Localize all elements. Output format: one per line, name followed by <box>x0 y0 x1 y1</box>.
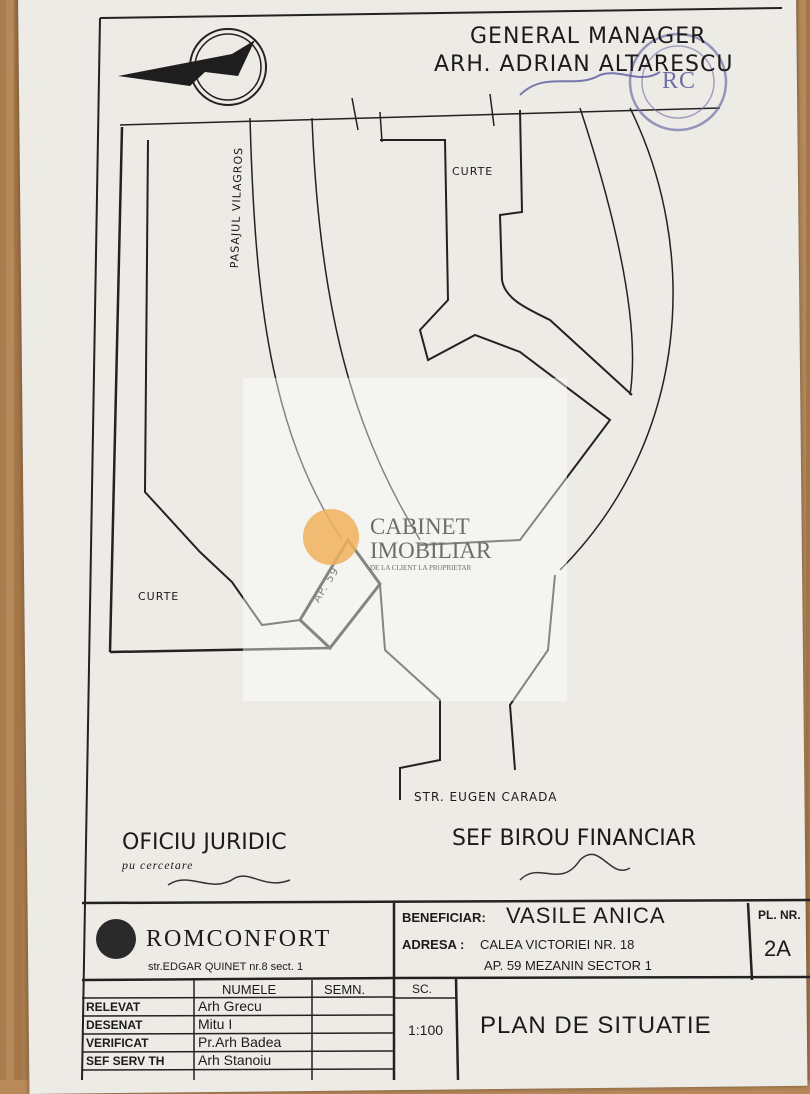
titleblock-top-line <box>81 898 810 905</box>
street-entry-right <box>508 574 556 771</box>
column-scale: SC. <box>412 982 433 996</box>
financial-office-title: SEF BIROU FINANCIAR <box>452 826 697 851</box>
row-role: DESENAT <box>86 1018 143 1032</box>
watermark-tagline: DE LA CLIENT LA PROPRIETAR <box>370 564 472 572</box>
plan-title: PLAN DE SITUATIE <box>480 1012 712 1039</box>
adresa-value-1: CALEA VICTORIEI NR. 18 <box>480 937 635 952</box>
company-address: str.EDGAR QUINET nr.8 sect. 1 <box>148 961 304 973</box>
plan-number-label: PL. NR. <box>758 908 801 922</box>
right-courtyard-wall <box>498 109 633 396</box>
watermark-brand-1: CABINET <box>370 514 470 539</box>
manager-name: ARH. ADRIAN ALTARESCU <box>434 52 734 77</box>
adresa-label: ADRESA : <box>402 937 465 952</box>
beneficiar-value: VASILE ANICA <box>506 903 666 928</box>
plan-number-value: 2A <box>764 936 791 961</box>
sheet-border-top <box>99 7 783 19</box>
column-semn: SEMN. <box>324 982 366 997</box>
legal-office-note: pu cercetare <box>122 858 194 872</box>
scale-value: 1:100 <box>408 1022 444 1038</box>
company-name: ROMCONFORT <box>146 926 332 952</box>
apartment-outline <box>298 537 382 651</box>
official-stamp <box>628 32 728 132</box>
label-street: STR. EUGEN CARADA <box>414 790 558 804</box>
column-numele: NUMELE <box>222 982 277 997</box>
watermark-overlay: CABINET IMOBILIAR DE LA CLIENT LA PROPRI… <box>243 378 567 701</box>
north-arrow-icon <box>118 40 255 86</box>
inner-left-wall <box>143 139 301 627</box>
row-name: Arh Stanoiu <box>198 1052 272 1068</box>
adresa-value-2: AP. 59 MEZANIN SECTOR 1 <box>484 958 652 973</box>
right-curve-boundary <box>559 107 674 571</box>
row-name: Arh Grecu <box>198 998 262 1014</box>
legal-signature <box>167 875 291 886</box>
romconfort-logo-icon <box>96 919 136 959</box>
legal-office-title: OFICIU JURIDIC <box>122 830 287 855</box>
row-name: Pr.Arh Badea <box>198 1034 282 1050</box>
passage-right-curve <box>311 117 421 541</box>
row-role: VERIFICAT <box>86 1036 149 1050</box>
site-boundary-top <box>119 107 721 126</box>
sheet-border-left <box>81 17 101 1080</box>
label-courtyard-top: CURTE <box>452 165 494 178</box>
watermark-brand-2: IMOBILIAR <box>370 538 492 563</box>
stamp-initials: RC <box>662 68 697 94</box>
left-outer-wall <box>108 126 124 653</box>
row-role: RELEVAT <box>86 1000 141 1014</box>
row-name: Mitu I <box>198 1016 233 1032</box>
label-courtyard-left: CURTE <box>138 590 180 603</box>
row-role: SEF SERV TH <box>86 1054 165 1068</box>
manager-signature <box>519 71 661 96</box>
financial-signature <box>519 853 631 881</box>
manager-title: GENERAL MANAGER <box>470 24 707 49</box>
passage-left-curve <box>249 117 343 541</box>
watermark-logo-icon <box>303 509 359 565</box>
bottom-left-wall <box>109 646 331 654</box>
beneficiar-label: BENEFICIAR: <box>402 910 486 925</box>
street-entry-left <box>379 584 441 800</box>
central-building-wall <box>380 139 612 546</box>
